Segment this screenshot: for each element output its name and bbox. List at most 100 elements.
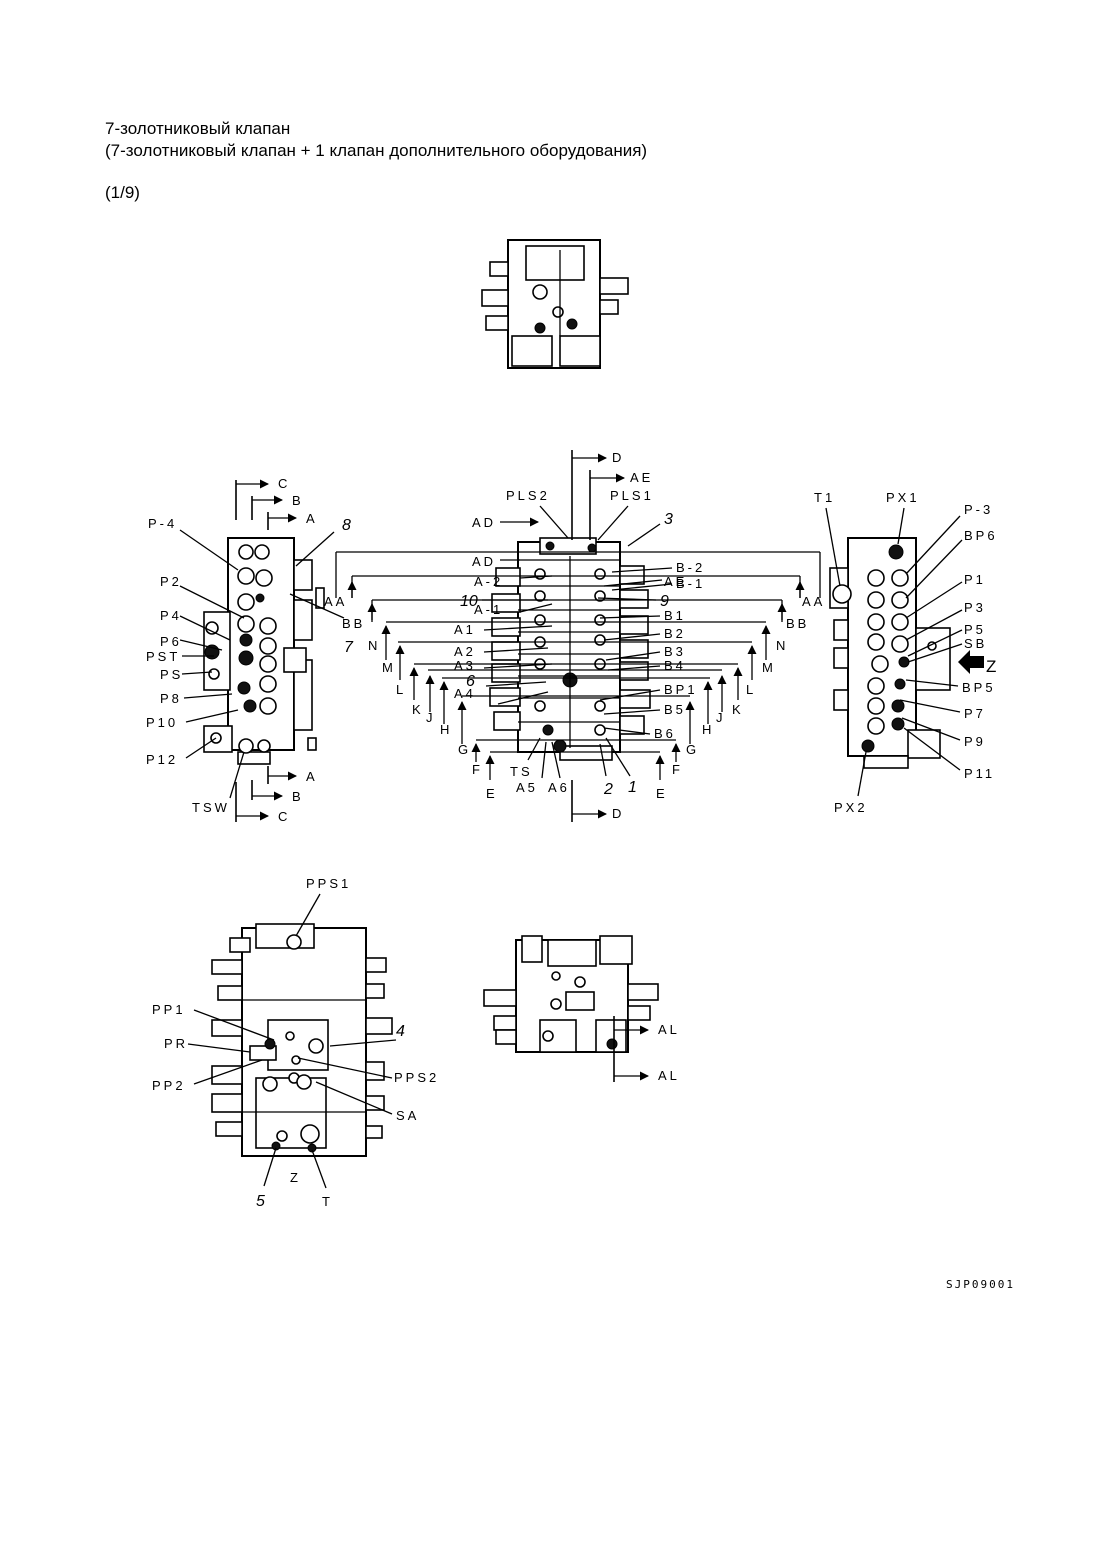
- left-view-illustration: [203, 537, 325, 765]
- label-p5: P5: [964, 622, 986, 637]
- label-p-3: P-3: [964, 502, 993, 517]
- label-a6: A6: [548, 780, 570, 795]
- label-section-e-left: E: [486, 786, 498, 801]
- label-a5: A5: [516, 780, 538, 795]
- label-p12: P12: [146, 752, 178, 767]
- page-indicator: (1/9): [105, 183, 140, 202]
- label-pps1: PPS1: [306, 876, 351, 891]
- label-b6: B6: [654, 726, 676, 741]
- document-title: 7-золотниковый клапан: [105, 119, 291, 138]
- label-part-5: 5: [256, 1193, 265, 1210]
- label-ps: PS: [160, 667, 183, 682]
- label-section-d-bottom: D: [612, 806, 624, 821]
- label-section-l-right: L: [746, 682, 756, 697]
- label-bp6: BP6: [964, 528, 998, 543]
- label-p7: P7: [964, 706, 986, 721]
- label-a3: A3: [454, 658, 476, 673]
- label-p10: P10: [146, 715, 178, 730]
- label-part-6: 6: [466, 673, 475, 690]
- label-section-e-right: E: [656, 786, 668, 801]
- left-view-section-lines: [235, 479, 297, 822]
- label-ad: AD: [472, 554, 496, 569]
- label-section-l-left: L: [396, 682, 406, 697]
- label-t1: T1: [814, 490, 835, 505]
- label-section-f-left: F: [472, 762, 483, 777]
- label-pr: PR: [164, 1036, 188, 1051]
- label-part-3: 3: [664, 511, 673, 528]
- label-a-1: A-1: [474, 602, 503, 617]
- label-b1: B1: [664, 608, 686, 623]
- label-section-c-bottom: C: [278, 809, 290, 824]
- label-p1: P1: [964, 572, 986, 587]
- label-b-1: B-1: [676, 576, 705, 591]
- label-a1: A1: [454, 622, 476, 637]
- label-section-c-top: C: [278, 476, 290, 491]
- label-section-bb-right: BB: [786, 616, 809, 631]
- label-al-bottom: AL: [658, 1068, 680, 1083]
- label-section-d-top: D: [612, 450, 624, 465]
- label-part-8: 8: [342, 517, 351, 534]
- label-p3: P3: [964, 600, 986, 615]
- label-section-k-left: K: [412, 702, 424, 717]
- label-section-m-right: M: [762, 660, 776, 675]
- label-section-m-left: M: [382, 660, 396, 675]
- label-px2: PX2: [834, 800, 868, 815]
- label-section-k-right: K: [732, 702, 744, 717]
- label-p2: P2: [160, 574, 182, 589]
- label-part-1: 1: [628, 779, 637, 796]
- label-section-j-left: J: [426, 710, 436, 725]
- label-section-g-right: G: [686, 742, 699, 757]
- top-view-illustration: [481, 239, 629, 369]
- label-t: T: [322, 1194, 333, 1209]
- label-tsw: TSW: [192, 800, 230, 815]
- drawing-code: SJP09001: [946, 1278, 1015, 1291]
- label-p11: P11: [964, 766, 995, 781]
- label-section-aa-right: AA: [802, 594, 825, 609]
- label-z-bottom: Z: [290, 1170, 301, 1185]
- label-section-aa-left: AA: [324, 594, 347, 609]
- label-part-10: 10: [460, 593, 478, 610]
- label-section-n-left: N: [368, 638, 380, 653]
- label-a4: A4: [454, 686, 476, 701]
- label-bp5: BP5: [962, 680, 996, 695]
- label-ae-top: AE: [630, 470, 653, 485]
- label-section-h-right: H: [702, 722, 714, 737]
- label-part-2: 2: [603, 781, 613, 798]
- document-subtitle: (7-золотниковый клапан + 1 клапан дополн…: [105, 141, 648, 160]
- label-pps2: PPS2: [394, 1070, 439, 1085]
- label-a2: A2: [454, 644, 476, 659]
- label-sa: SA: [396, 1108, 419, 1123]
- label-b4: B4: [664, 658, 686, 673]
- label-section-h-left: H: [440, 722, 452, 737]
- label-b-2: B-2: [676, 560, 705, 575]
- label-section-a-bottom: A: [306, 769, 318, 784]
- label-pp2: PP2: [152, 1078, 186, 1093]
- front-view-section-lines: [500, 450, 625, 822]
- label-section-n-right: N: [776, 638, 788, 653]
- label-p-4: P-4: [148, 516, 177, 531]
- label-b5: B5: [664, 702, 686, 717]
- label-z-right: Z: [986, 657, 999, 676]
- label-section-bb-left: BB: [342, 616, 365, 631]
- label-sb: SB: [964, 636, 987, 651]
- label-pls1: PLS1: [610, 488, 654, 503]
- label-section-j-right: J: [716, 710, 726, 725]
- label-al-top: AL: [658, 1022, 680, 1037]
- label-b3: B3: [664, 644, 686, 659]
- leader-lines: [179, 505, 963, 1189]
- label-b2: B2: [664, 626, 686, 641]
- label-p9: P9: [964, 734, 986, 749]
- label-part-4: 4: [396, 1023, 405, 1040]
- label-bp1: BP1: [664, 682, 698, 697]
- label-pp1: PP1: [152, 1002, 186, 1017]
- label-pls2: PLS2: [506, 488, 550, 503]
- label-px1: PX1: [886, 490, 920, 505]
- label-p8: P8: [160, 691, 182, 706]
- rear-view-illustration: [483, 935, 659, 1082]
- label-pst: PST: [146, 649, 180, 664]
- label-ts: TS: [510, 764, 533, 779]
- label-section-b-bottom: B: [292, 789, 304, 804]
- label-section-a-top: A: [306, 511, 318, 526]
- section-level-lines: [335, 551, 821, 780]
